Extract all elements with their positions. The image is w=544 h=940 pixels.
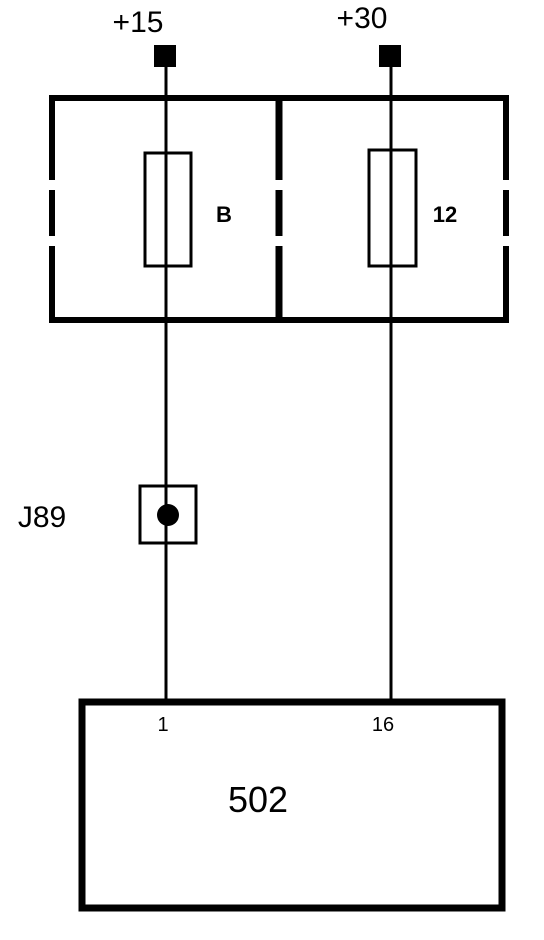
fuse-label-b: B [216,202,232,227]
fuse-12 [367,148,418,268]
module-pin-1: 1 [157,714,168,736]
fuse-b [143,151,193,268]
supply-label-plus30: +30 [337,2,388,35]
fuse-label-12: 12 [433,202,457,227]
junction-connector [138,484,198,545]
module-pin-16: 16 [372,714,394,736]
junction-label: J89 [18,501,66,534]
supply-label-plus15: +15 [113,6,164,39]
module-label: 502 [228,779,288,820]
module-502 [78,698,506,912]
junction-dot [157,504,179,526]
